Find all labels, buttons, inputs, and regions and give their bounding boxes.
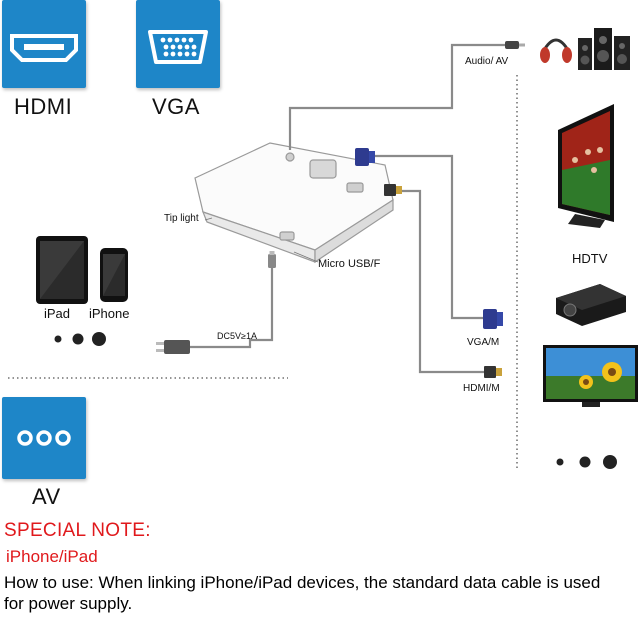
power-plug-icon [156, 340, 190, 354]
hdmi-tile-label: HDMI [14, 94, 73, 119]
audio-av-label: Audio/ AV [465, 56, 509, 67]
audio-cable [288, 43, 510, 150]
more-devices-dots-right-icon [556, 455, 617, 469]
adapter-box [194, 142, 394, 264]
hdmi-tile [2, 0, 86, 88]
tip-light-label: Tip light [164, 213, 199, 224]
usb-cable [190, 268, 274, 349]
vga-cable [372, 154, 486, 320]
av-tile [2, 397, 86, 479]
iphone-icon [100, 248, 128, 302]
special-note-title: SPECIAL NOTE: [4, 520, 151, 541]
hdmi-m-label: HDMI/M [463, 383, 500, 394]
projector-icon [556, 284, 626, 326]
special-note-body: How to use: When linking iPhone/iPad dev… [4, 573, 601, 613]
vga-port-icon [148, 30, 208, 64]
vga-tile-label: VGA [152, 94, 200, 119]
hdmi-cable [388, 189, 486, 374]
vga-connector-left-icon [355, 148, 375, 166]
hdmi-port-icon [10, 34, 78, 62]
iphone-label: iPhone [89, 306, 130, 321]
audio-jack-icon [505, 41, 525, 49]
ipad-label: iPad [44, 306, 71, 321]
speakers-icon [578, 28, 630, 70]
flat-tv-icon [543, 345, 638, 407]
av-tile-label: AV [32, 484, 61, 509]
micro-usb-label: Micro USB/F [318, 258, 381, 270]
special-note-subtitle: iPhone/iPad [6, 547, 98, 566]
vga-tile [136, 0, 220, 88]
dc-power-label: DC5V≥1A [217, 331, 257, 341]
vga-connector-right-icon [483, 309, 503, 329]
ipad-icon [36, 236, 88, 304]
hdmi-connector-right-icon [484, 366, 502, 378]
headphones-icon [540, 38, 572, 63]
hdtv-label: HDTV [572, 251, 608, 266]
vga-m-label: VGA/M [467, 337, 500, 348]
hdmi-connector-left-icon [384, 184, 402, 196]
micro-usb-plug-icon [268, 251, 276, 268]
more-devices-dots-left-icon [54, 332, 106, 346]
av-ports-icon [17, 430, 71, 446]
hdtv-icon [558, 104, 614, 228]
